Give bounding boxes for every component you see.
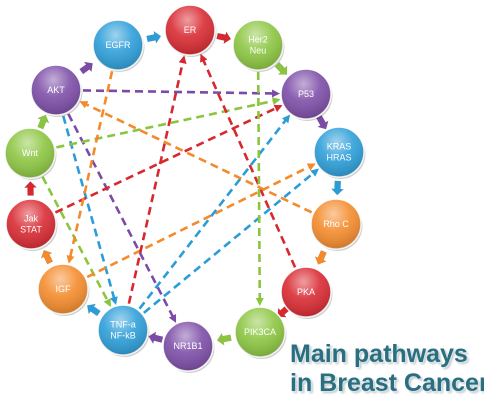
ring-arrow-rhoc-to-pka — [314, 250, 327, 265]
edge-egfr-to-igf — [66, 71, 114, 264]
node-label-jak-1: Jak — [24, 214, 39, 224]
node-pik3ca: PIK3CA — [234, 306, 287, 359]
node-igf: IGF — [37, 263, 90, 316]
title-line-2: in Breast Cancer — [290, 369, 484, 397]
node-label-pka: PKA — [297, 287, 315, 297]
ring-arrow-er-to-her2neu — [216, 31, 232, 45]
ring-arrow-nr1b1-to-tnf — [148, 331, 164, 345]
node-pka: PKA — [280, 266, 333, 319]
node-wnt: Wnt — [4, 127, 57, 180]
node-label-igf: IGF — [56, 284, 72, 294]
ring-arrow-her2neu-to-p53 — [274, 62, 288, 75]
node-label-kras-2: HRAS — [326, 153, 351, 163]
node-label-kras-1: KRAS — [327, 142, 352, 152]
ring-arrow-jak-to-wnt — [23, 181, 38, 196]
ring-arrow-kras-to-rhoc — [330, 180, 345, 196]
edge-igf-to-kras — [86, 163, 316, 279]
node-rhoc: Rho C — [310, 198, 363, 251]
ring-arrow-igf-to-jak — [40, 249, 54, 265]
node-egfr: EGFR — [92, 19, 145, 72]
edge-wnt-to-tnf — [41, 176, 112, 307]
node-label-tnf-1: TNF-a — [110, 320, 136, 330]
edge-rhoc-to-akt — [79, 100, 313, 214]
node-label-p53: P53 — [298, 89, 314, 99]
node-label-tnf-2: NF-kB — [110, 331, 136, 341]
edge-tnf-to-er — [127, 55, 187, 304]
ring-arrow-egfr-to-er — [146, 30, 162, 44]
ring-arrow-wnt-to-akt — [37, 114, 50, 130]
node-p53: P53 — [280, 68, 333, 121]
edge-tnf-to-kras — [143, 168, 319, 314]
node-label-pik3ca: PIK3CA — [244, 327, 276, 337]
edge-akt-to-p53 — [82, 89, 281, 98]
pathway-edges — [41, 53, 319, 323]
edge-tnf-to-p53 — [138, 114, 291, 310]
node-label-her2neu-1: Her2 — [248, 35, 268, 45]
edge-pka-to-er — [200, 53, 297, 268]
diagram-title: Main pathways in Breast Cancer — [290, 340, 484, 398]
ring-arrow-tnf-to-igf — [86, 303, 101, 317]
node-label-jak-2: STAT — [20, 225, 42, 235]
node-label-nr1b1: NR1B1 — [173, 341, 202, 351]
node-nr1b1: NR1B1 — [162, 320, 215, 373]
ring-arrow-p53-to-kras — [316, 115, 329, 130]
node-tnf: TNF-aNF-kB — [97, 304, 150, 357]
node-er: ER — [164, 4, 217, 57]
node-label-er: ER — [184, 25, 197, 35]
node-label-egfr: EGFR — [105, 40, 131, 50]
edge-jak-to-p53 — [54, 104, 283, 214]
node-akt: AKT — [30, 64, 83, 117]
node-label-wnt: Wnt — [22, 148, 39, 158]
title-line-1: Main pathways — [290, 340, 468, 368]
node-label-her2neu-2: Neu — [250, 46, 267, 56]
ring-arrow-pik3ca-to-nr1b1 — [216, 332, 232, 346]
node-label-akt: AKT — [47, 85, 65, 95]
ring-arrow-akt-to-egfr — [79, 61, 93, 75]
edge-akt-to-tnf — [62, 115, 118, 305]
edge-wnt-to-p53 — [56, 97, 281, 149]
node-label-rhoc: Rho C — [323, 219, 349, 229]
